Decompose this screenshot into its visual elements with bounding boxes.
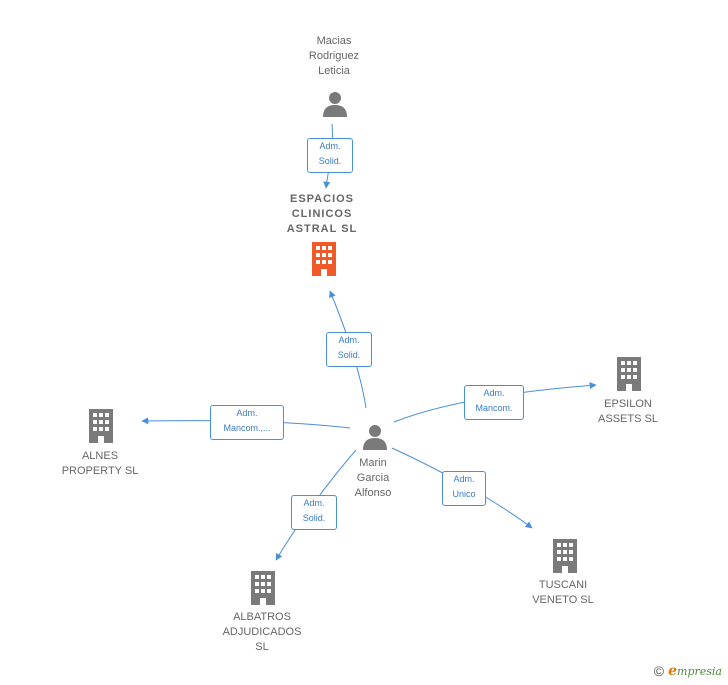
label-line: Leticia	[318, 65, 350, 77]
label-line: PROPERTY SL	[61, 465, 139, 477]
building-icon[interactable]	[312, 242, 336, 276]
edge-label-line: Adm.	[236, 408, 258, 418]
person-icon[interactable]	[323, 92, 347, 117]
copyright-symbol: ©	[653, 663, 665, 679]
copyright-badge: © empresia	[654, 663, 722, 679]
edge-label-line: Mancom.,...	[223, 423, 271, 433]
brand-initial: e	[668, 663, 678, 679]
edge-label-line: Unico	[452, 489, 476, 499]
label-line: SL	[255, 641, 269, 653]
label-line: ALBATROS	[233, 611, 291, 623]
edge-label-marin-epsilon: Adm. Mancom.	[464, 385, 524, 420]
edge-label-marin-albatros: Adm. Solid.	[291, 495, 337, 530]
label-line: ADJUDICADOS	[222, 626, 302, 638]
edge-label-marin-espacios: Adm. Solid.	[326, 332, 372, 367]
node-label-macias[interactable]: Macias Rodriguez Leticia	[294, 34, 374, 79]
label-line: EPSILON	[604, 398, 652, 410]
label-line: Garcia	[356, 472, 390, 484]
label-line: ALNES	[81, 450, 119, 462]
edge-label-line: Mancom.	[475, 403, 513, 413]
building-icon[interactable]	[617, 357, 641, 391]
building-icon[interactable]	[251, 571, 275, 605]
node-label-marin[interactable]: Marin Garcia Alfonso	[333, 456, 413, 501]
label-line: Alfonso	[354, 487, 392, 499]
label-line: ASTRAL SL	[286, 223, 358, 235]
edge-label-macias-espacios: Adm. Solid.	[307, 138, 353, 173]
label-line: VENETO SL	[532, 594, 594, 606]
brand-logo: empresia	[668, 663, 722, 679]
edge-label-line: Adm.	[319, 141, 341, 151]
edge-label-line: Adm.	[303, 498, 325, 508]
node-label-albatros[interactable]: ALBATROS ADJUDICADOS SL	[212, 610, 312, 655]
building-icon[interactable]	[89, 409, 113, 443]
label-line: Rodriguez	[308, 50, 360, 62]
edge-label-line: Solid.	[318, 156, 342, 166]
edge-label-line: Adm.	[338, 335, 360, 345]
edge-label-line: Adm.	[483, 388, 505, 398]
node-label-espacios[interactable]: ESPACIOS CLINICOS ASTRAL SL	[272, 192, 372, 237]
building-icon[interactable]	[553, 539, 577, 573]
node-label-epsilon[interactable]: EPSILON ASSETS SL	[578, 397, 678, 427]
edge-label-line: Adm.	[453, 474, 475, 484]
brand-name: mpresia	[677, 665, 722, 678]
label-line: ESPACIOS	[289, 193, 355, 205]
edge-label-marin-tuscani: Adm. Unico	[442, 471, 486, 506]
edge-label-line: Solid.	[302, 513, 326, 523]
edge-label-line: Solid.	[337, 350, 361, 360]
label-line: Macias	[316, 35, 352, 47]
label-line: ASSETS SL	[598, 413, 658, 425]
edge-label-marin-alnes: Adm. Mancom.,...	[210, 405, 284, 440]
node-label-alnes[interactable]: ALNES PROPERTY SL	[50, 449, 150, 479]
person-icon[interactable]	[363, 425, 387, 450]
label-line: TUSCANI	[538, 579, 588, 591]
label-line: Marin	[359, 457, 387, 469]
label-line: CLINICOS	[291, 208, 353, 220]
node-label-tuscani[interactable]: TUSCANI VENETO SL	[513, 578, 613, 608]
